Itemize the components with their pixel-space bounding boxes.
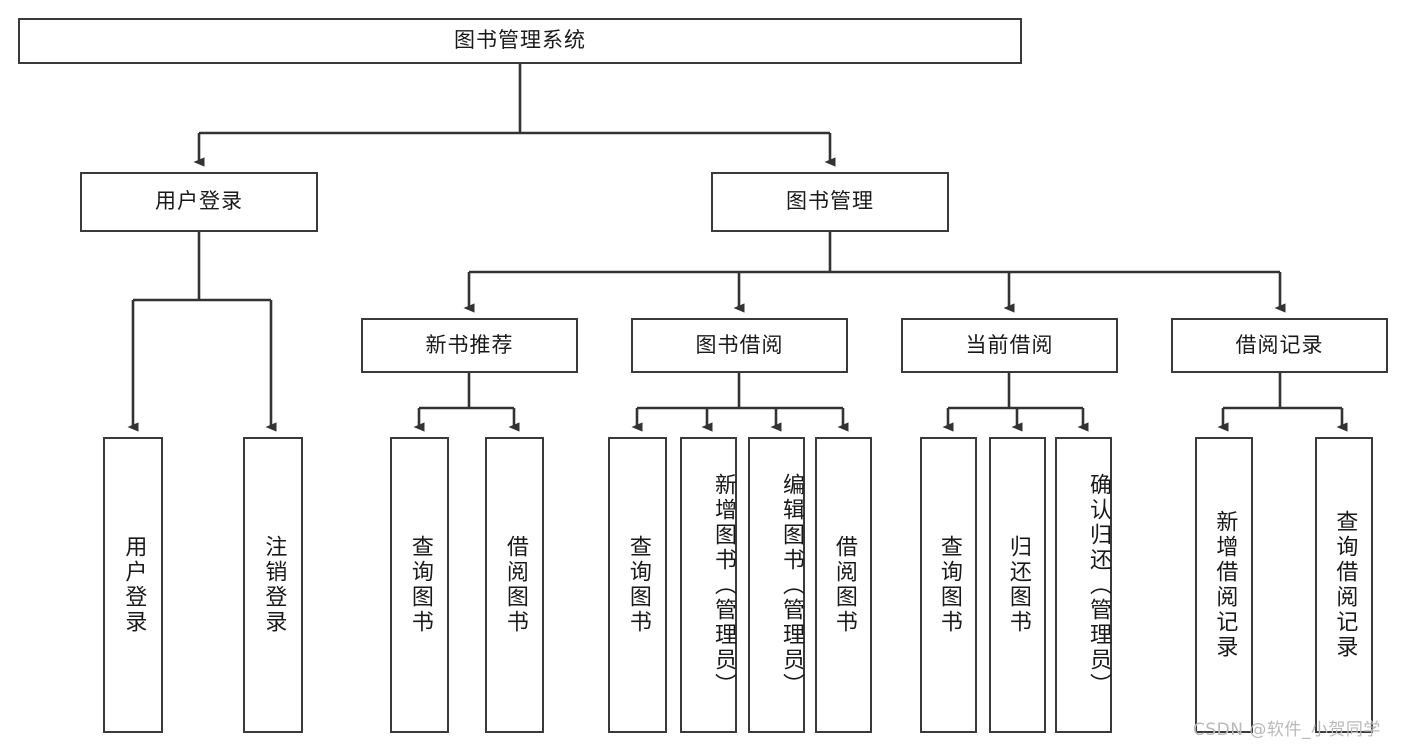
leaf-borrow-books-recommend-label: 借阅图书 bbox=[502, 535, 528, 635]
leaf-add-borrow-record[interactable]: 新增借阅记录 bbox=[1195, 437, 1253, 733]
leaf-user-login[interactable]: 用户登录 bbox=[103, 437, 163, 733]
leaf-logout-label: 注销登录 bbox=[261, 535, 287, 635]
leaf-query-books-borrow[interactable]: 查询图书 bbox=[608, 437, 667, 733]
node-borrow-records-label: 借阅记录 bbox=[1235, 332, 1324, 357]
leaf-user-login-label: 用户登录 bbox=[121, 535, 147, 635]
leaf-add-book-admin-label: 新增图书（管理员） bbox=[711, 472, 736, 698]
leaf-query-borrow-record-label: 查询借阅记录 bbox=[1332, 510, 1358, 660]
leaf-query-books-recommend[interactable]: 查询图书 bbox=[390, 437, 449, 733]
node-current-borrow[interactable]: 当前借阅 bbox=[901, 318, 1118, 373]
leaf-add-borrow-record-label: 新增借阅记录 bbox=[1212, 510, 1238, 660]
csdn-watermark: CSDN @软件_小贺同学 bbox=[1193, 720, 1381, 740]
node-root-label: 图书管理系统 bbox=[454, 28, 586, 53]
leaf-return-books-label: 归还图书 bbox=[1005, 535, 1031, 635]
node-current-borrow-label: 当前借阅 bbox=[965, 332, 1054, 357]
leaf-borrow-books[interactable]: 借阅图书 bbox=[815, 437, 872, 733]
leaf-return-books[interactable]: 归还图书 bbox=[989, 437, 1046, 733]
leaf-query-books-current[interactable]: 查询图书 bbox=[920, 437, 977, 733]
leaf-query-books-current-label: 查询图书 bbox=[936, 535, 962, 635]
leaf-confirm-return-admin[interactable]: 确认归还（管理员） bbox=[1055, 437, 1112, 733]
leaf-confirm-return-admin-label: 确认归还（管理员） bbox=[1086, 472, 1111, 698]
node-user-login-label: 用户登录 bbox=[155, 189, 243, 214]
leaf-query-borrow-record[interactable]: 查询借阅记录 bbox=[1315, 437, 1373, 733]
node-borrow-records[interactable]: 借阅记录 bbox=[1171, 318, 1388, 373]
node-new-book-recommend[interactable]: 新书推荐 bbox=[361, 318, 578, 373]
leaf-query-books-borrow-label: 查询图书 bbox=[625, 535, 651, 635]
leaf-borrow-books-recommend[interactable]: 借阅图书 bbox=[485, 437, 544, 733]
leaf-add-book-admin[interactable]: 新增图书（管理员） bbox=[680, 437, 737, 733]
node-new-book-recommend-label: 新书推荐 bbox=[425, 332, 514, 357]
leaf-edit-book-admin-label: 编辑图书（管理员） bbox=[779, 472, 804, 698]
leaf-borrow-books-label: 借阅图书 bbox=[831, 535, 857, 635]
leaf-logout[interactable]: 注销登录 bbox=[243, 437, 303, 733]
node-book-borrow[interactable]: 图书借阅 bbox=[631, 318, 848, 373]
node-user-login[interactable]: 用户登录 bbox=[80, 172, 318, 232]
leaf-edit-book-admin[interactable]: 编辑图书（管理员） bbox=[748, 437, 805, 733]
node-root-system[interactable]: 图书管理系统 bbox=[18, 18, 1022, 64]
node-book-management-label: 图书管理 bbox=[786, 189, 874, 214]
node-book-management[interactable]: 图书管理 bbox=[711, 172, 949, 232]
leaf-query-books-recommend-label: 查询图书 bbox=[407, 535, 433, 635]
node-book-borrow-label: 图书借阅 bbox=[695, 332, 784, 357]
